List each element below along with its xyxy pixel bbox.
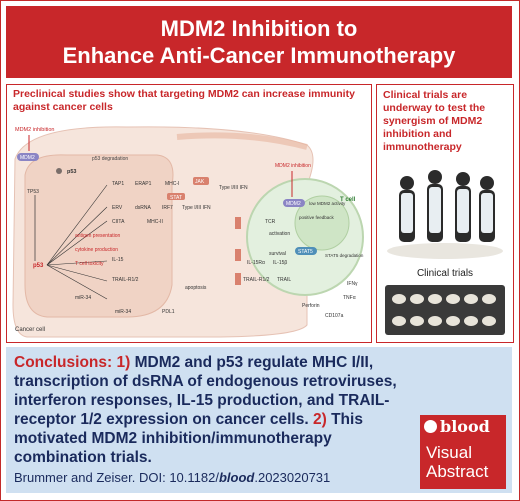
floor-shadow bbox=[387, 243, 503, 259]
tap1-label: TAP1 bbox=[112, 181, 124, 187]
citation-journal: blood bbox=[218, 470, 255, 485]
path-erv bbox=[46, 206, 108, 266]
brand-line-1: Visual bbox=[426, 443, 472, 462]
brand-line-2: Abstract bbox=[426, 462, 489, 481]
stat-node bbox=[167, 193, 185, 200]
dsrna-label: dsRNA bbox=[135, 205, 152, 211]
ifng-label: IFNγ bbox=[347, 281, 358, 287]
mir34-gene-label: miR-34 bbox=[75, 295, 91, 301]
conclusions-prefix: Conclusions: bbox=[14, 354, 113, 371]
conclusion-text-1: MDM2 and p53 regulate MHC I/II, transcri… bbox=[14, 354, 397, 428]
er-band bbox=[176, 132, 308, 150]
p53-top-label: p53 bbox=[67, 169, 76, 175]
stat5-node bbox=[295, 247, 317, 255]
pills bbox=[392, 294, 496, 326]
mhc-receptor bbox=[235, 217, 241, 229]
pdl1-label: PDL1 bbox=[162, 309, 175, 315]
clinical-illustration bbox=[385, 170, 505, 335]
erap1-label: ERAP1 bbox=[135, 181, 152, 187]
citation-doi-rest: .2023020731 bbox=[254, 470, 331, 485]
path-mir34 bbox=[46, 264, 108, 300]
title-line-2: Enhance Anti-Cancer Immunotherapy bbox=[62, 43, 456, 68]
conclusions-text: Conclusions: 1) MDM2 and p53 regulate MH… bbox=[14, 353, 424, 467]
mir34-label-2: miR-34 bbox=[115, 309, 131, 315]
title-line-1: MDM2 Inhibition to bbox=[160, 16, 358, 41]
tcr-label: TCR bbox=[265, 219, 276, 225]
citation: Brummer and Zeiser. DOI: 10.1182/blood.2… bbox=[14, 470, 414, 485]
il15b-label: IL-15β bbox=[273, 260, 287, 266]
il15-gene-label: IL-15 bbox=[112, 257, 124, 263]
mdm2-node-left bbox=[17, 153, 39, 161]
path-tap bbox=[46, 184, 108, 266]
mhc-i-label: MHC-I bbox=[165, 181, 179, 187]
conclusion-number-2: 2) bbox=[312, 411, 327, 428]
brand-name: blood bbox=[440, 417, 490, 436]
survival-label: survival bbox=[269, 251, 286, 257]
preclinical-panel: Preclinical studies show that targeting … bbox=[6, 84, 372, 343]
conclusion-text-2: This motivated MDM2 inhibition/immunothe… bbox=[14, 411, 363, 466]
nucleus-shape bbox=[24, 154, 174, 318]
p53-dot-top bbox=[56, 168, 62, 174]
cytokine-production-label: cytokine production bbox=[75, 247, 118, 253]
title-banner: MDM2 Inhibition to Enhance Anti-Cancer I… bbox=[6, 6, 512, 78]
cancer-cell-label: Cancer cell bbox=[15, 327, 45, 333]
t-cell-label: T cell bbox=[340, 197, 356, 203]
citation-authors: Brummer and Zeiser. DOI: 10.1182/ bbox=[14, 470, 219, 485]
trail-receptor bbox=[235, 273, 241, 285]
jak-node bbox=[193, 177, 209, 185]
pill-blister bbox=[385, 285, 505, 335]
apoptosis-label: apoptosis bbox=[185, 285, 207, 291]
clinical-panel: Clinical trials are underway to test the… bbox=[376, 84, 514, 343]
cd107a-label: CD107a bbox=[325, 313, 344, 319]
positive-feedback-label: positive feedback bbox=[299, 215, 335, 220]
tnfa-label: TNFα bbox=[343, 295, 356, 301]
erv-label: ERV bbox=[112, 205, 123, 211]
irf7-label: IRF7 bbox=[162, 205, 173, 211]
mhc-ii-label: MHC-II bbox=[147, 219, 163, 225]
doctor-figures bbox=[399, 170, 495, 242]
conclusions-box: Conclusions: 1) MDM2 and p53 regulate MH… bbox=[6, 347, 512, 493]
mdm2-label-tcell: MDM2 bbox=[286, 201, 301, 207]
il15ra-label: IL-15Rα bbox=[247, 260, 265, 266]
mdm2-inhibition-label-left: MDM2 inhibition bbox=[15, 127, 54, 133]
perforin-label: Perforin bbox=[302, 303, 320, 309]
antigen-presentation-label: antigen presentation bbox=[75, 233, 121, 239]
p53-degradation-label: p53 degradation bbox=[92, 156, 128, 162]
path-ciita bbox=[46, 220, 108, 266]
stat-label: STAT bbox=[170, 195, 182, 201]
low-mdm2-label: low MDM2 activity bbox=[309, 201, 346, 206]
il15-receptor bbox=[235, 249, 241, 261]
jak-label: JAK bbox=[195, 179, 205, 185]
t-cell-toxicity-label: T cell toxicity bbox=[75, 261, 104, 267]
trail-r-gene-label: TRAIL-R1/2 bbox=[112, 277, 139, 283]
conclusion-number-1: 1) bbox=[116, 354, 131, 371]
mdm2-label-left: MDM2 bbox=[20, 155, 35, 161]
blood-logo-icon bbox=[424, 420, 437, 433]
path-trail bbox=[46, 264, 108, 282]
activation-label: activation bbox=[269, 231, 290, 237]
stat5-label: STAT5 bbox=[298, 249, 313, 255]
t-cell-nucleus bbox=[294, 195, 350, 251]
type-ifn-label: Type I/III IFN bbox=[219, 185, 248, 191]
mdm2-node-tcell bbox=[283, 199, 305, 207]
p53-center-label: p53 bbox=[33, 263, 44, 269]
clinical-heading: Clinical trials are underway to test the… bbox=[383, 89, 486, 153]
trail-r-label: TRAIL-R1/2 bbox=[243, 277, 270, 283]
mdm2-inhibition-label-tcell: MDM2 inhibition bbox=[275, 163, 311, 169]
tp53-label: TP53 bbox=[27, 189, 39, 195]
preclinical-heading: Preclinical studies show that targeting … bbox=[13, 88, 355, 113]
stat5-degradation-label: STAT5 degradation bbox=[325, 253, 364, 258]
blood-visual-abstract-badge: blood Visual Abstract bbox=[420, 415, 506, 489]
lab-coats bbox=[401, 187, 493, 233]
mechanism-diagram: MDM2 inhibition MDM2 p53 degradation p53… bbox=[12, 126, 364, 338]
type-ifn-label-2: Type I/III IFN bbox=[182, 205, 211, 211]
trail-label: TRAIL bbox=[277, 277, 291, 283]
clinical-trials-caption: Clinical trials bbox=[416, 268, 474, 279]
ciita-label: CIITA bbox=[112, 219, 125, 225]
path-il15 bbox=[46, 260, 108, 266]
